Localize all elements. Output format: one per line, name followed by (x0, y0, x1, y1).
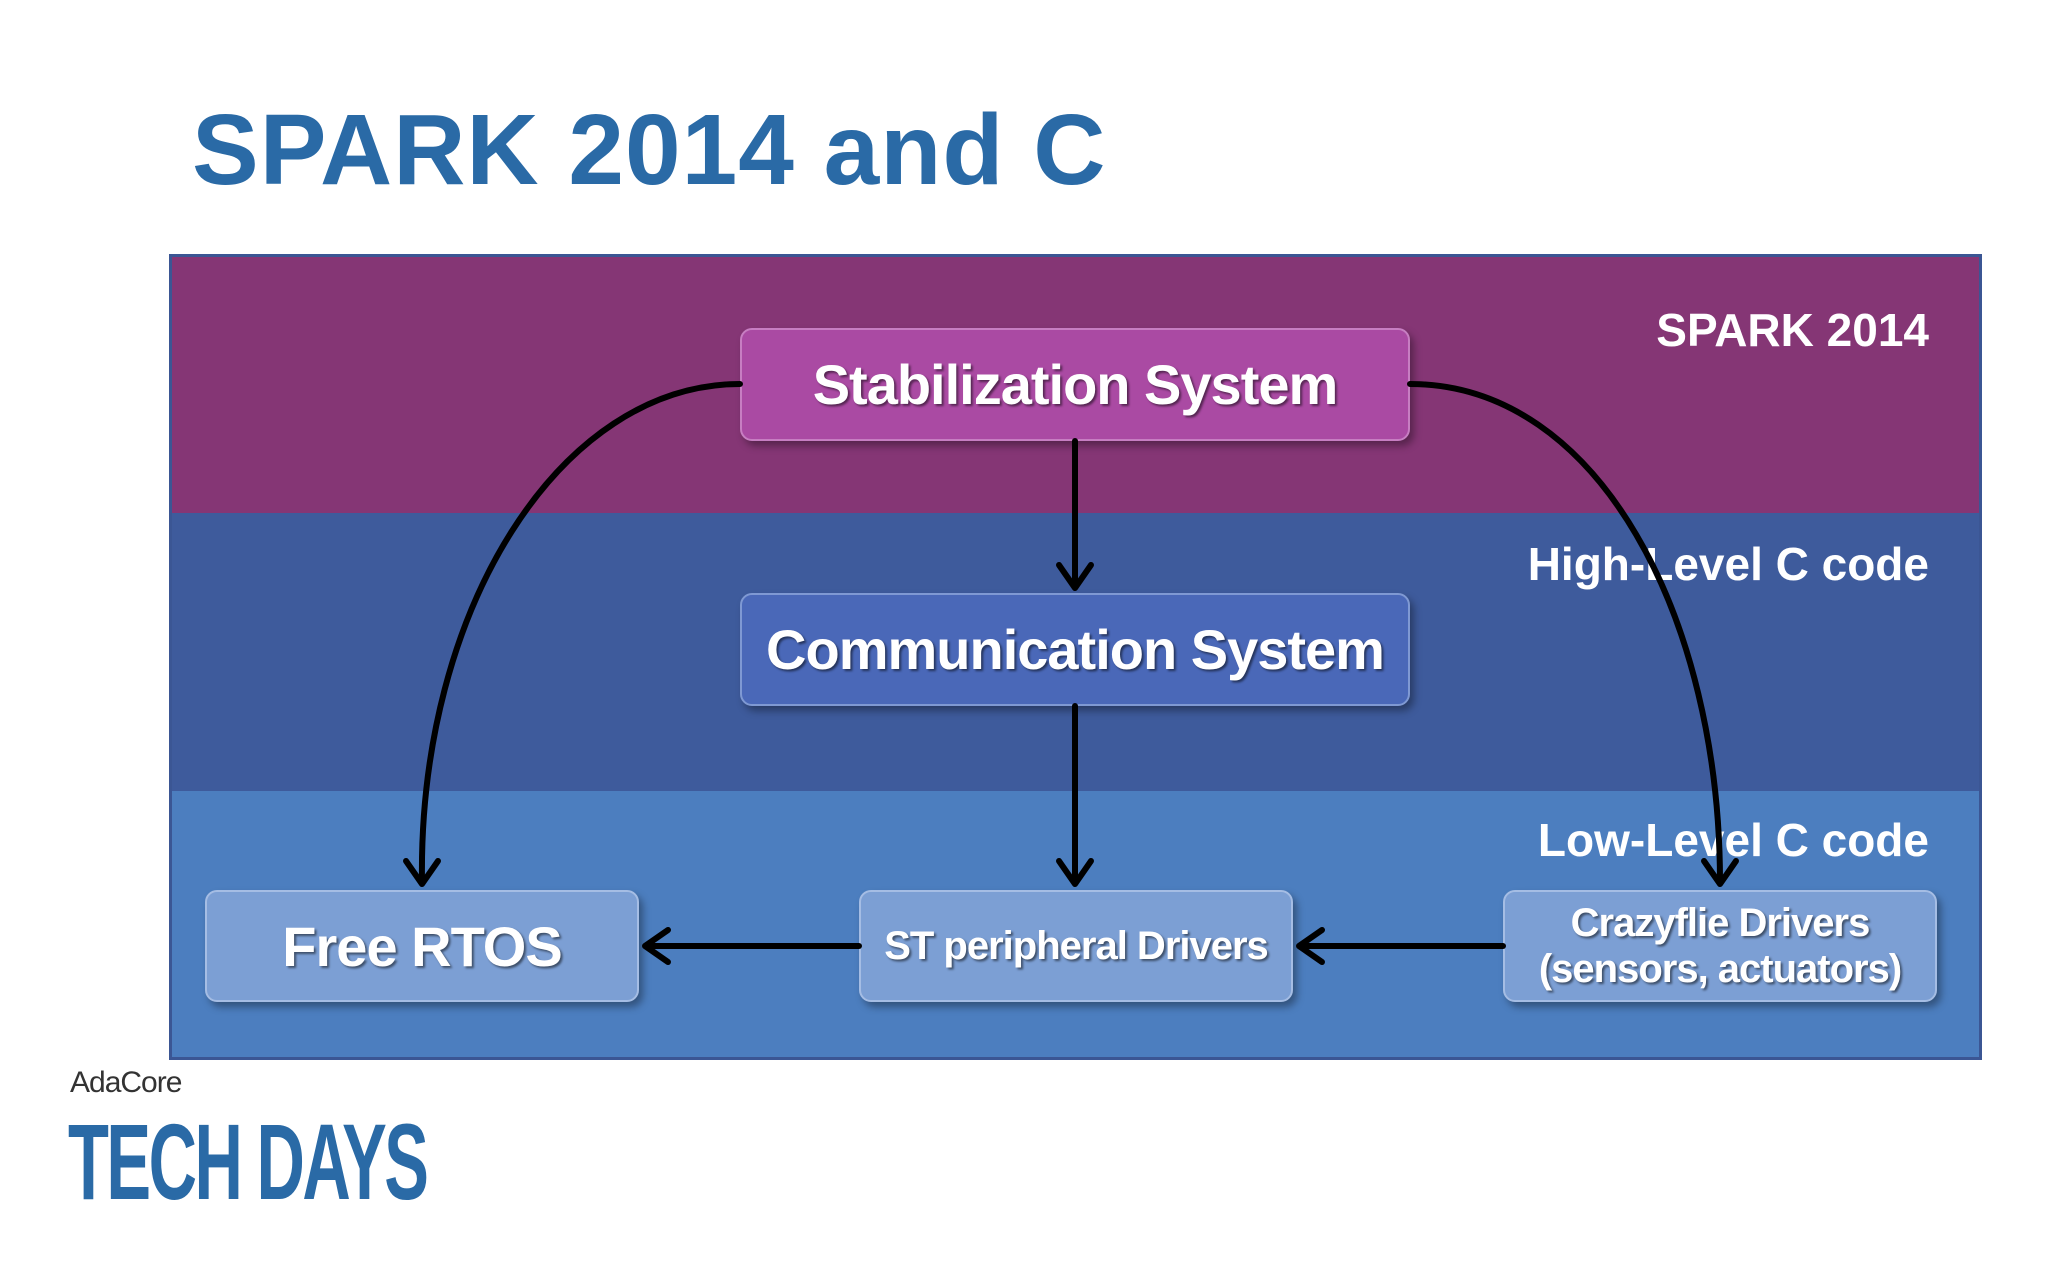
crazyflie-label-line1: Crazyflie Drivers (1570, 901, 1871, 945)
logo-brand: AdaCore (70, 1066, 182, 1099)
slide-title: SPARK 2014 and C (192, 94, 1107, 206)
logo-event: TECH DAYS (68, 1101, 429, 1222)
layer-label-high: High-Level C code (1527, 538, 1929, 590)
crazyflie-label-line2: (sensors, actuators) (1538, 947, 1902, 991)
layer-label-spark: SPARK 2014 (1656, 304, 1929, 356)
node-free-rtos: Free RTOS (205, 890, 639, 1002)
node-st-peripheral-drivers: ST peripheral Drivers (859, 890, 1293, 1002)
node-communication-system: Communication System (740, 593, 1410, 706)
node-crazyflie-drivers: Crazyflie Drivers (sensors, actuators) (1503, 890, 1937, 1002)
adacore-tech-days-logo: AdaCore TECH DAYS (68, 1068, 646, 1216)
layer-label-low: Low-Level C code (1537, 814, 1929, 866)
node-stabilization-system: Stabilization System (740, 328, 1410, 441)
